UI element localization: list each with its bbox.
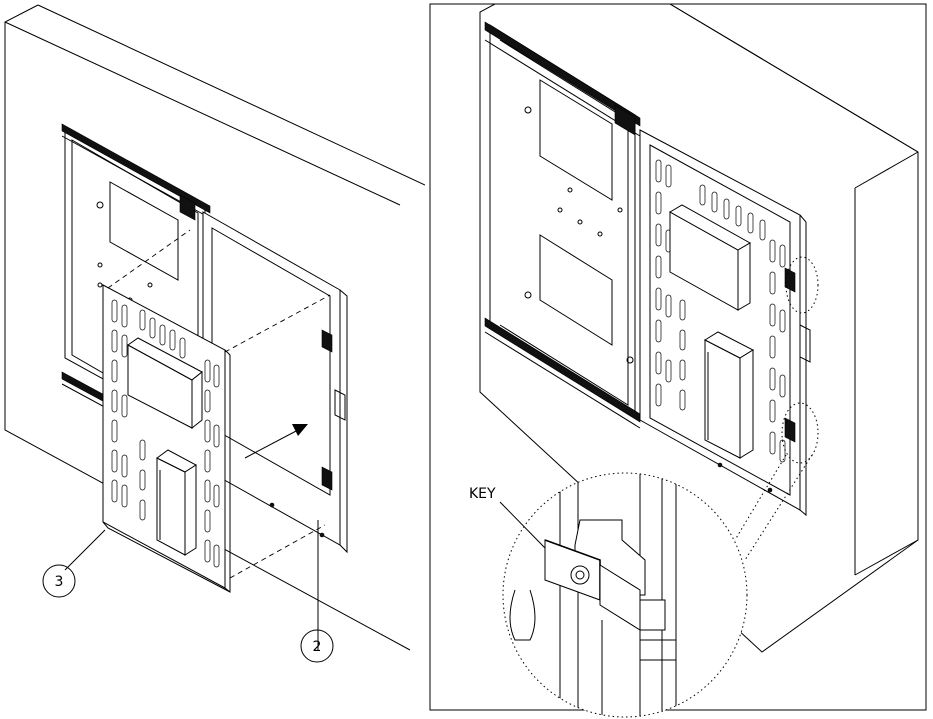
callout-circle-2 bbox=[300, 629, 334, 663]
frame-and-tray-right bbox=[639, 129, 811, 517]
detail-marker-lower bbox=[781, 402, 819, 464]
callout-label-2: 2 bbox=[313, 639, 322, 655]
wall-plate-right bbox=[484, 21, 641, 429]
equipment-tray-item-3 bbox=[102, 284, 231, 594]
leader-item-3 bbox=[64, 529, 106, 571]
detail-leader-2 bbox=[744, 454, 813, 561]
right-assembled-view: KEY bbox=[469, 3, 919, 718]
left-exploded-view bbox=[4, 4, 425, 651]
callout-label-3: 3 bbox=[55, 574, 64, 590]
leader-key bbox=[499, 501, 546, 549]
callout-label-key: KEY bbox=[469, 486, 496, 502]
key-detail-zoom bbox=[502, 472, 748, 718]
tray-slots-right bbox=[655, 159, 786, 463]
detail-leader-1 bbox=[734, 454, 787, 541]
detail-marker-upper bbox=[785, 256, 819, 314]
callout-circle-3 bbox=[42, 564, 76, 598]
detail-panel-border bbox=[429, 3, 927, 711]
callout-item-2: 2 bbox=[300, 629, 334, 663]
direction-arrow bbox=[244, 424, 308, 459]
callout-item-3: 3 bbox=[42, 564, 76, 598]
